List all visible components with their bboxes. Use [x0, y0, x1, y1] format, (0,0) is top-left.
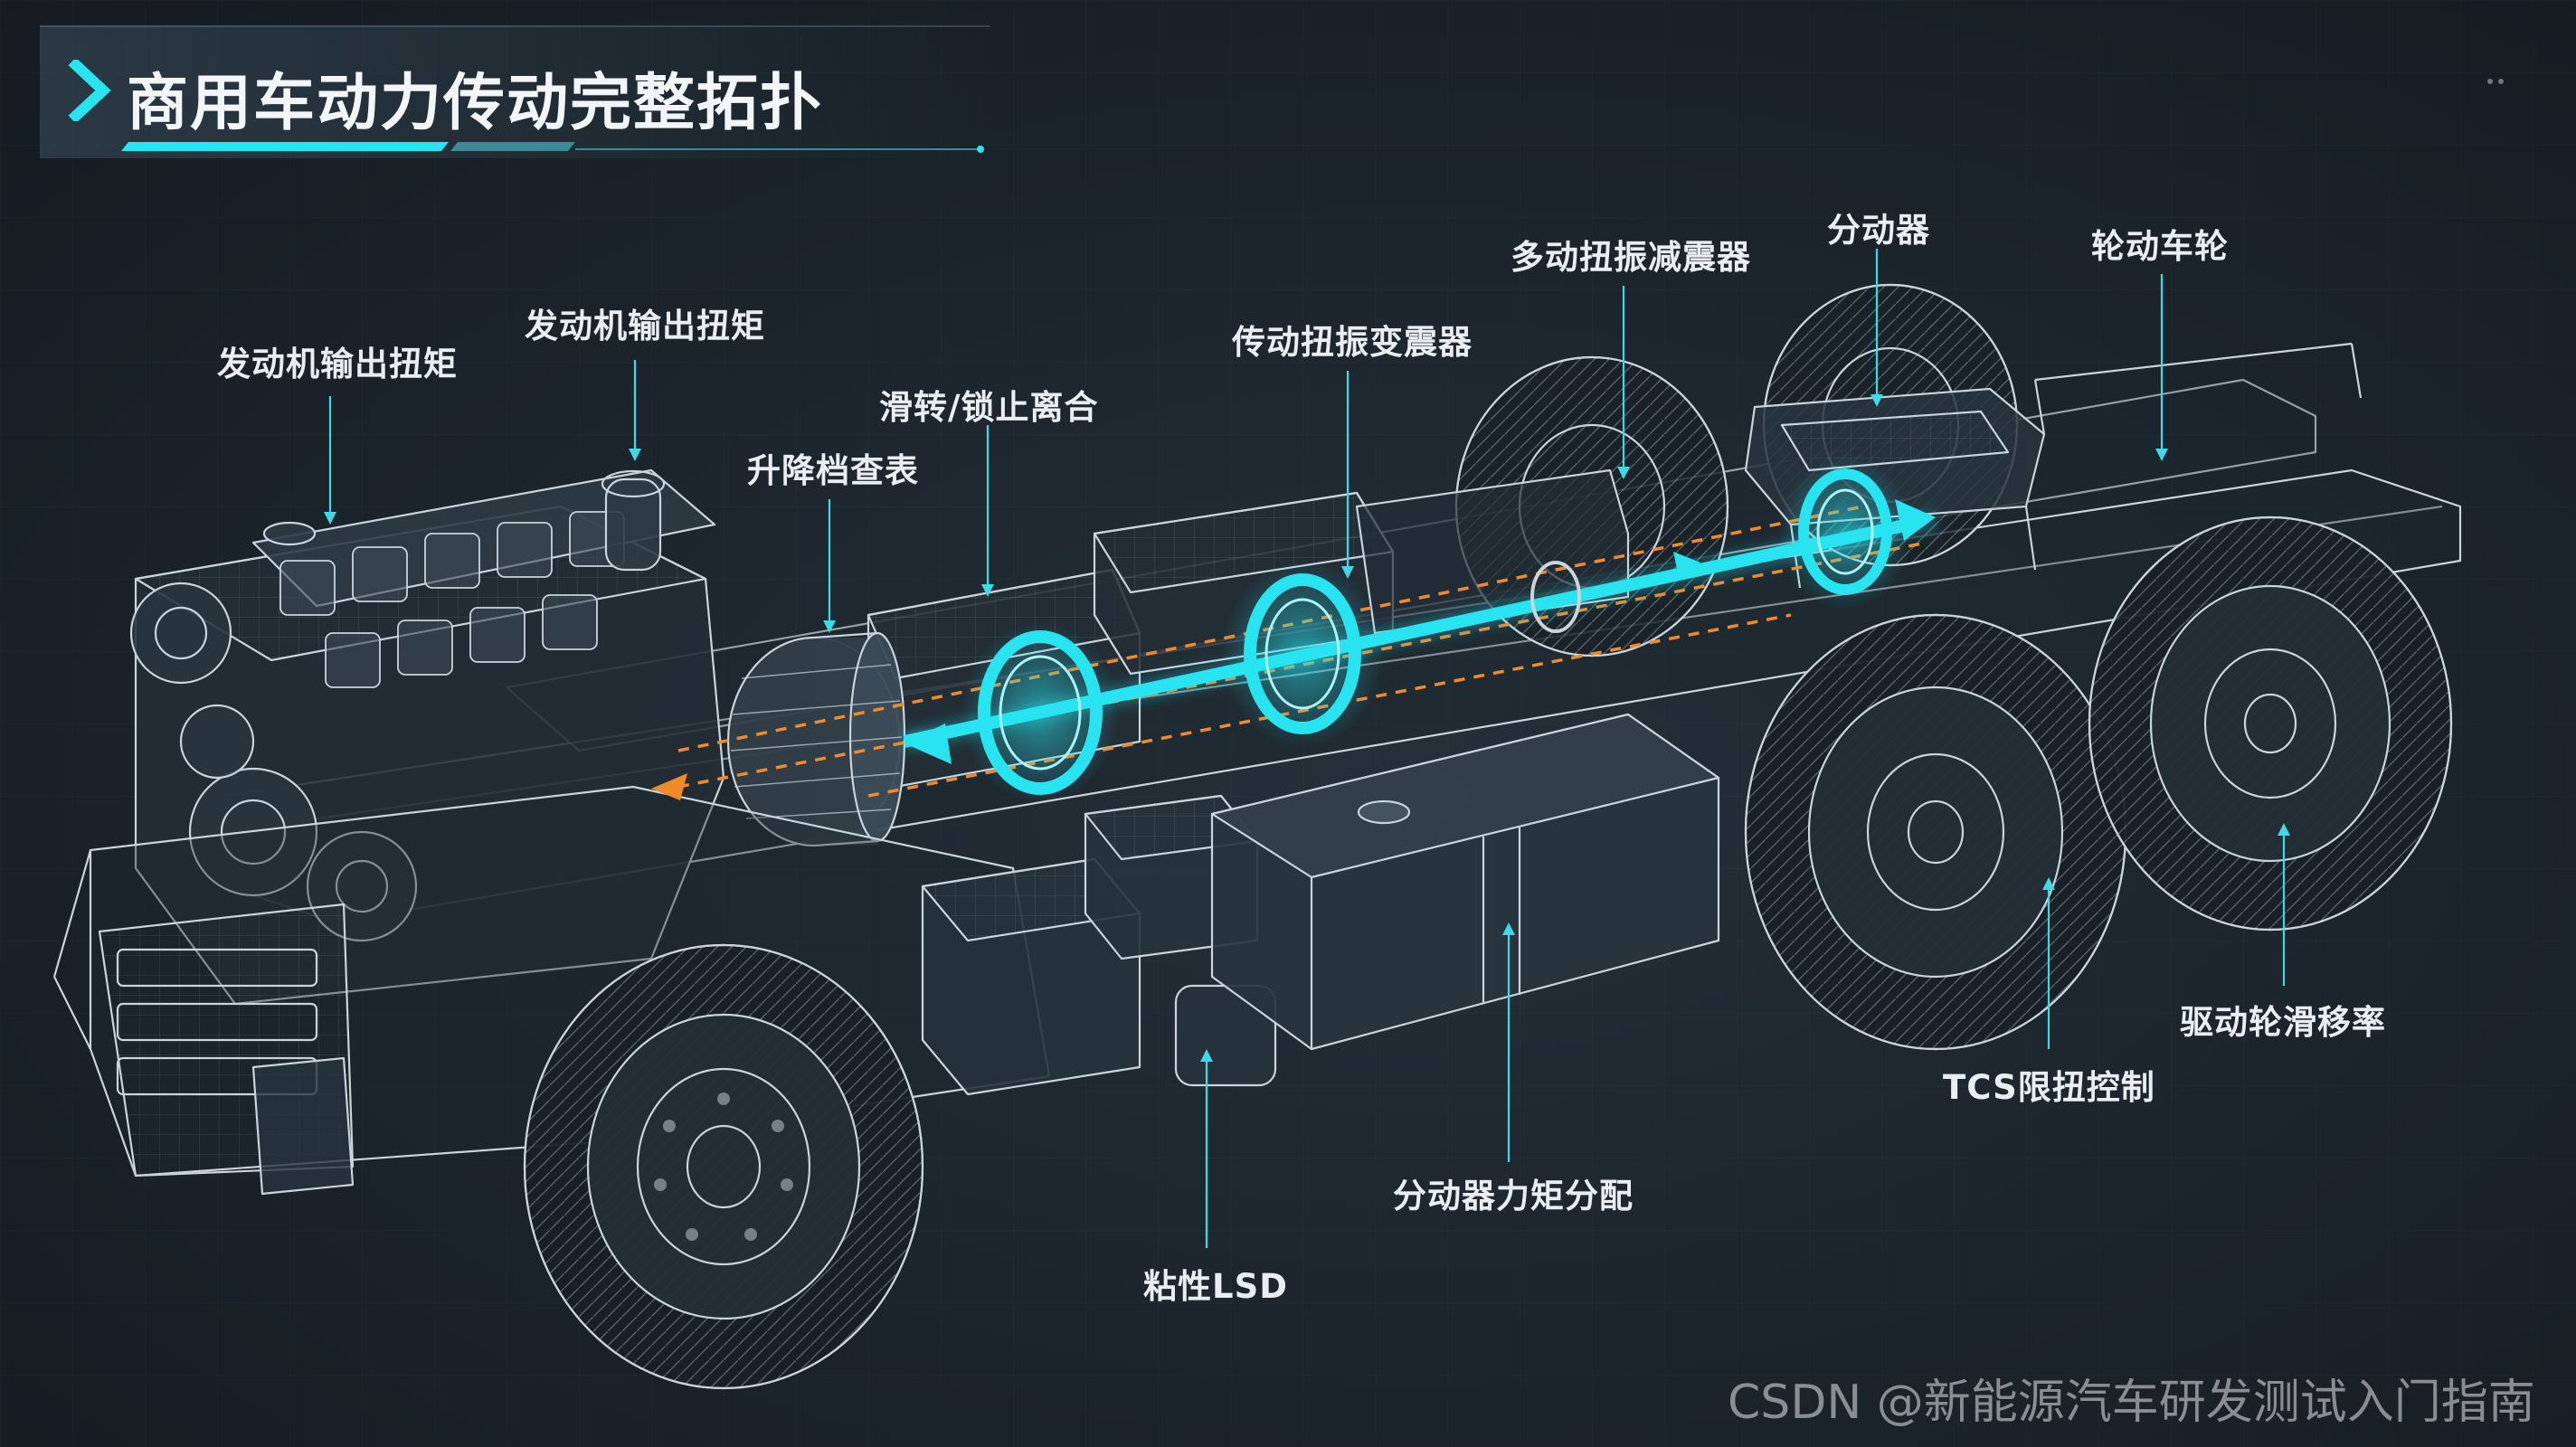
label-transfer-torque-split: 分动器力矩分配 [1393, 1177, 1634, 1215]
label-transfer-case: 分动器 [1827, 211, 1930, 250]
corner-dots [2482, 71, 2504, 88]
flow-arrowhead-icon [651, 773, 687, 800]
label-drive-wheel: 轮动车轮 [2091, 227, 2229, 266]
label-drive-wheel-slip: 驱动轮滑移率 [2180, 1003, 2386, 1042]
callout-lines [324, 249, 2290, 1248]
engine-block [129, 468, 725, 1006]
label-shift-table: 升降档查表 [747, 451, 919, 490]
dot [2487, 79, 2493, 84]
torsional-damper-rings [961, 454, 1913, 803]
dot [2498, 79, 2504, 84]
shaft-return-arrowhead-icon [904, 724, 952, 764]
chevron-right-icon [68, 60, 111, 121]
rear-wheel-near-1 [1744, 613, 2127, 1051]
label-engine-torque-left: 发动机输出扭矩 [217, 345, 458, 383]
fuel-tank [1210, 713, 1720, 1051]
watermark: CSDN @新能源汽车研发测试入门指南 [1728, 1376, 2535, 1430]
header: 商用车动力传动完整拓扑 [40, 25, 990, 161]
label-viscous-lsd: 粘性LSD [1143, 1267, 1288, 1306]
title-underline [121, 142, 984, 153]
page-title: 商用车动力传动完整拓扑 [127, 68, 824, 139]
front-wheel [523, 943, 924, 1390]
label-torsional-damper-drive: 传动扭振变震器 [1232, 323, 1473, 362]
header-panel [40, 25, 990, 158]
label-tcs-limit: TCS限扭控制 [1943, 1068, 2155, 1107]
label-multi-torsional-damper: 多动扭振减震器 [1511, 238, 1751, 277]
label-engine-torque-center: 发动机输出扭矩 [525, 307, 765, 345]
rear-wheel-near-2 [2088, 515, 2453, 932]
label-slip-lock-clutch: 滑转/锁止离合 [879, 388, 1099, 427]
clutch-drum [726, 631, 906, 847]
